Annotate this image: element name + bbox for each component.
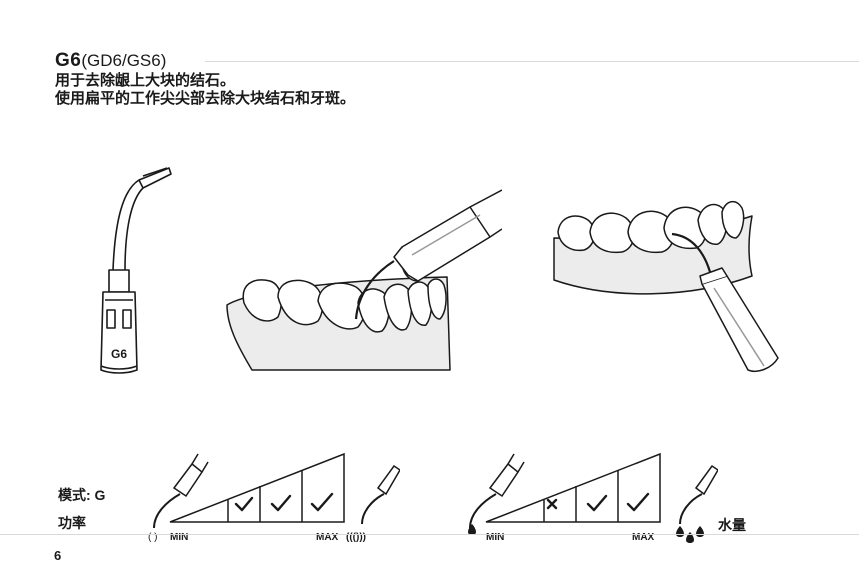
check-icon	[234, 496, 254, 512]
min-label: MIN	[486, 532, 504, 543]
upper-teeth-illustration	[553, 200, 779, 372]
page-number: 6	[54, 548, 62, 563]
description-line-2: 使用扁平的工作尖尖部去除大块结石和牙斑。	[55, 90, 356, 107]
lower-teeth-illustration	[226, 189, 502, 371]
water-level-marks	[546, 492, 650, 512]
check-icon	[626, 492, 650, 512]
description-line-1: 用于去除龈上大块的结石。	[55, 72, 236, 89]
min-label: MIN	[170, 532, 188, 543]
max-label: MAX	[316, 532, 339, 543]
tip-subtitle: (GD6/GS6)	[81, 51, 167, 70]
mode-label: 模式: G	[58, 487, 106, 503]
power-setting-scale: ( ) MIN MAX ((()))	[148, 452, 400, 543]
check-icon	[310, 492, 334, 512]
title-rule	[205, 61, 859, 62]
max-label: MAX	[632, 532, 655, 543]
bottom-rule	[0, 534, 859, 535]
power-level-marks	[234, 492, 334, 512]
high-vibration-icon: ((()))	[346, 532, 366, 543]
power-label: 功率	[58, 515, 86, 531]
low-vibration-icon: ( )	[148, 532, 157, 543]
tip-engraving: G6	[111, 347, 127, 361]
header: G6(GD6/GS6) 用于去除龈上大块的结石。 使用扁平的工作尖尖部去除大块结…	[55, 50, 859, 108]
check-icon	[586, 494, 608, 512]
scaler-tip-illustration: G6	[100, 167, 172, 374]
check-icon	[270, 494, 292, 512]
water-label: 水量	[718, 517, 746, 533]
single-drop-icon	[468, 524, 476, 535]
cross-icon	[546, 498, 558, 510]
tip-code: G6	[55, 50, 82, 71]
title-line: G6(GD6/GS6)	[55, 50, 859, 72]
